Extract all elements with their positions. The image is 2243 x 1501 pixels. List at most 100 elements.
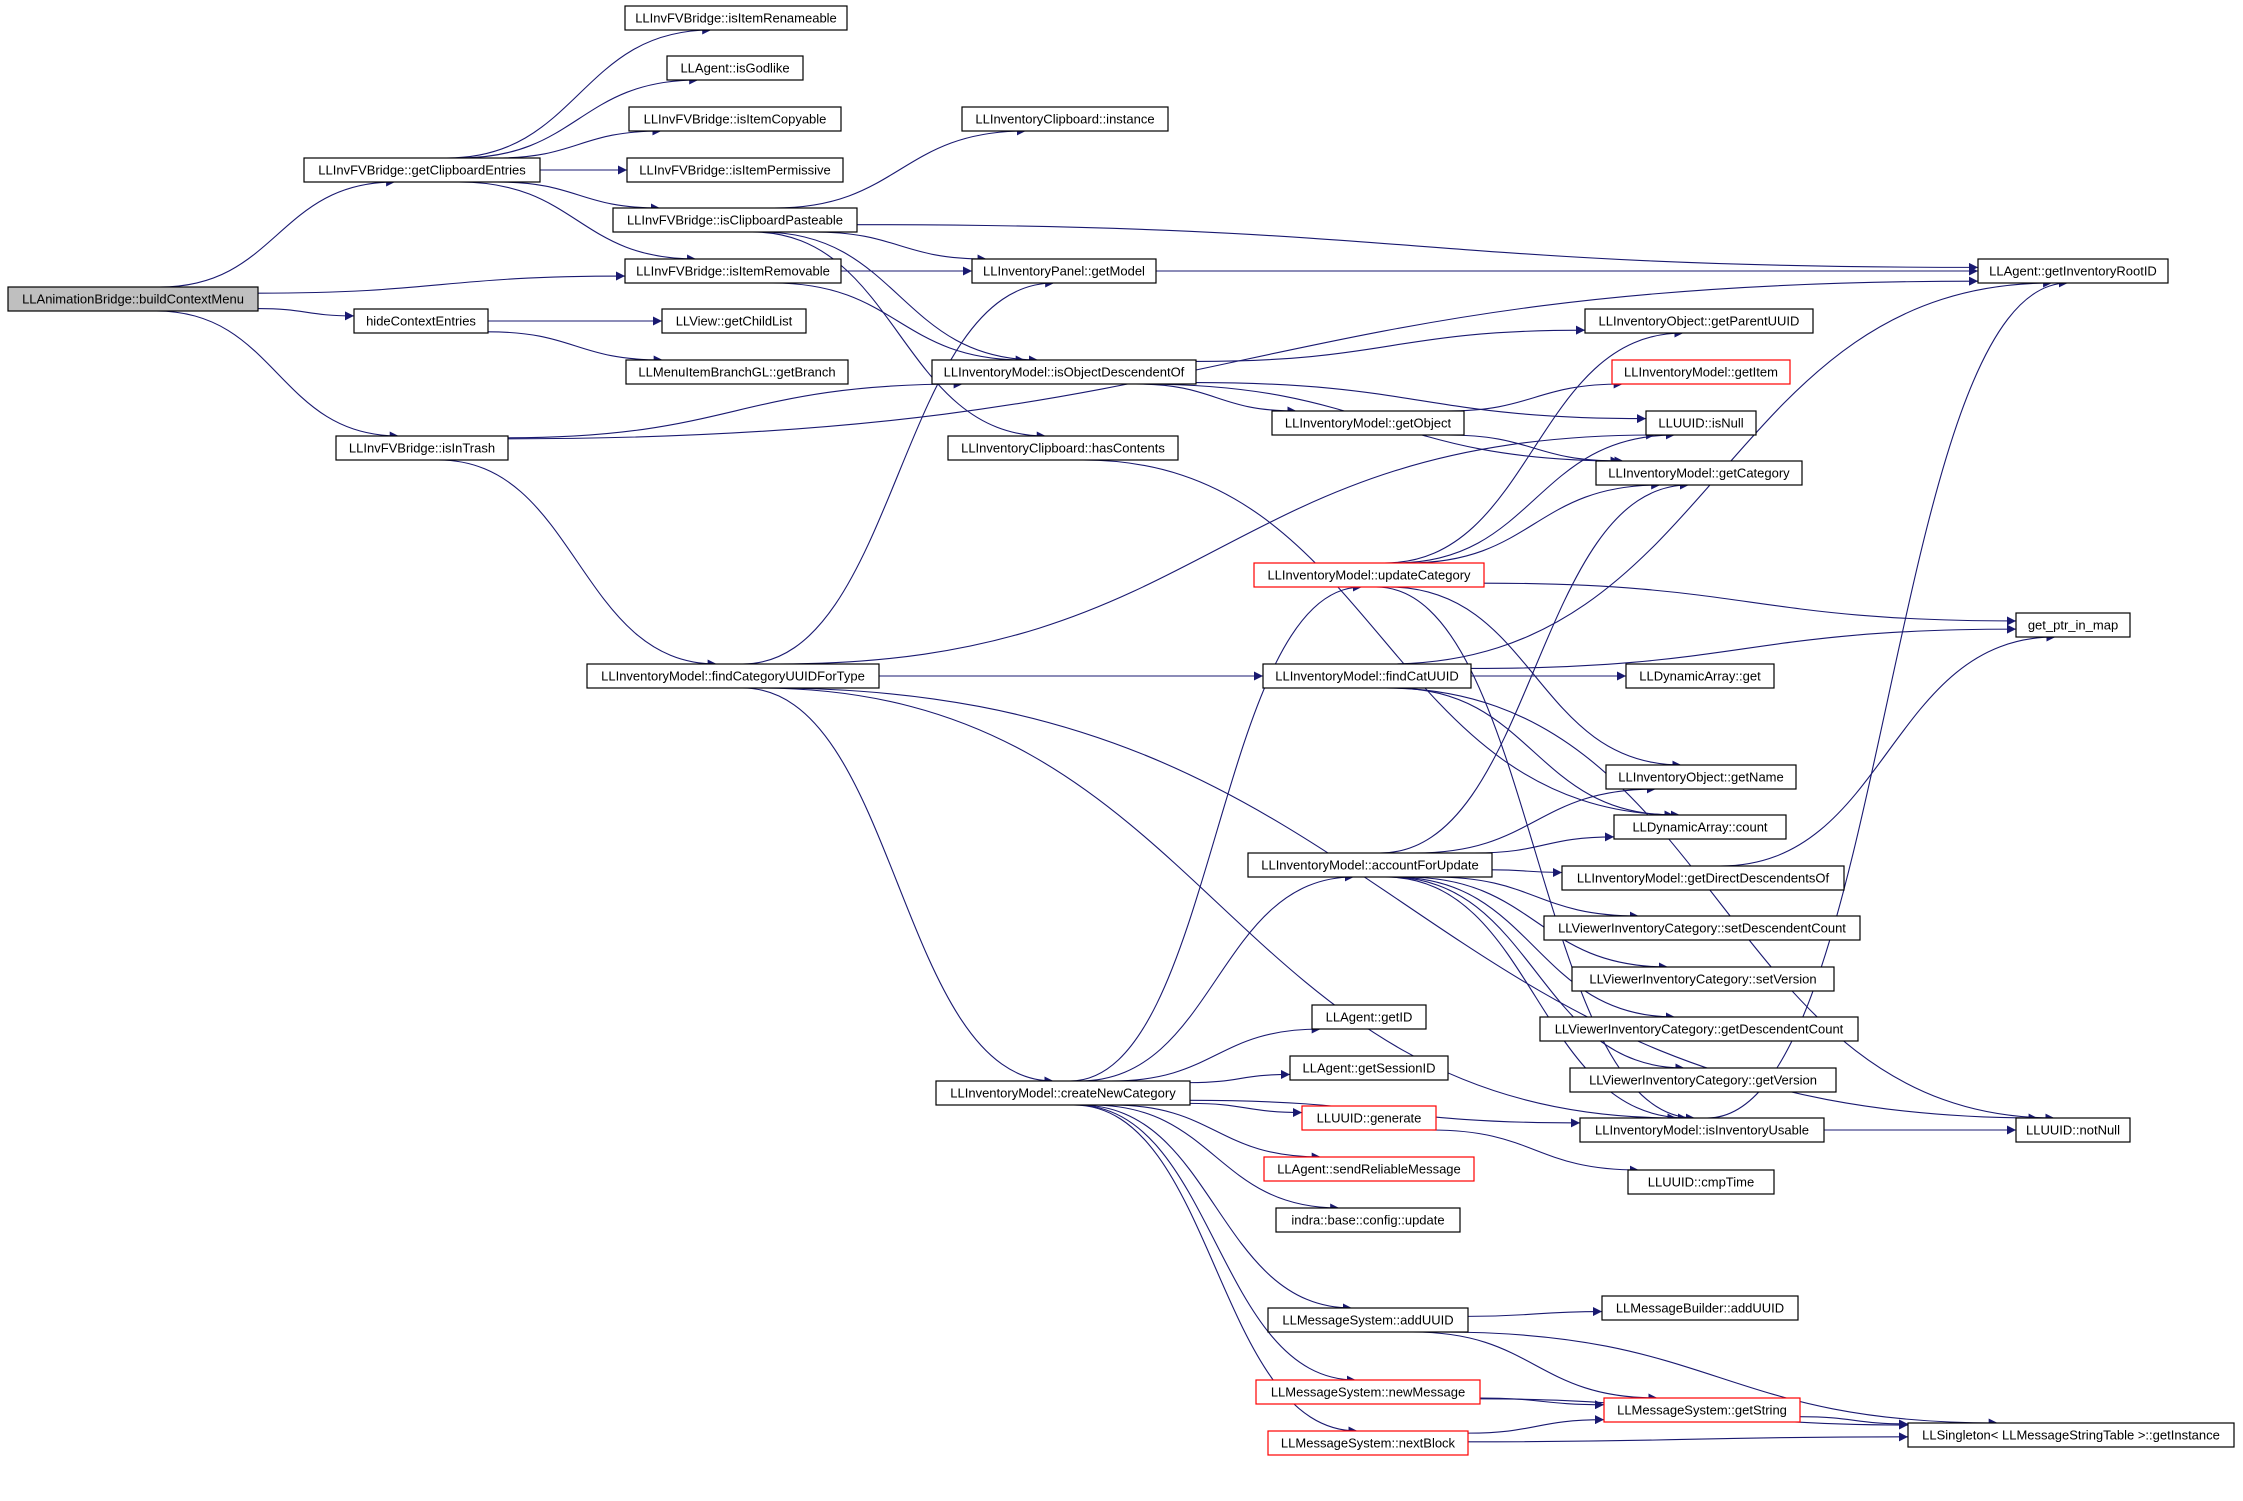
node-box [1561, 865, 1845, 891]
node-box [2015, 612, 2131, 638]
node-label: LLMessageSystem::nextBlock [1281, 1436, 1456, 1451]
node-isClipboardPasteable[interactable]: LLInvFVBridge::isClipboardPasteable [612, 207, 858, 233]
node-msgAddUUID[interactable]: LLMessageSystem::addUUID [1267, 1307, 1469, 1333]
node-getClipboardEntries[interactable]: LLInvFVBridge::getClipboardEntries [303, 157, 541, 183]
node-getSessionID[interactable]: LLAgent::getSessionID [1289, 1055, 1449, 1081]
node-clipboardInstance[interactable]: LLInventoryClipboard::instance [961, 106, 1169, 132]
node-findCatUUID[interactable]: LLInventoryModel::findCatUUID [1262, 663, 1472, 689]
node-box [1255, 1379, 1481, 1405]
node-findCategoryUUIDForType[interactable]: LLInventoryModel::findCategoryUUIDForTyp… [586, 663, 880, 689]
node-getName[interactable]: LLInventoryObject::getName [1605, 764, 1797, 790]
node-builderAddUUID[interactable]: LLMessageBuilder::addUUID [1601, 1295, 1799, 1321]
node-isGodlike[interactable]: LLAgent::isGodlike [666, 55, 804, 81]
node-box [1301, 1105, 1437, 1131]
node-box [624, 5, 848, 31]
edge-nextBlock-to-getString [1467, 1415, 1605, 1434]
node-setDescendentCount[interactable]: LLViewerInventoryCategory::setDescendent… [1543, 915, 1861, 941]
node-box [1543, 915, 1861, 941]
edge-createNewCategory-to-nextBlock [1073, 1104, 1358, 1436]
node-box [625, 359, 849, 385]
node-isItemRenameable[interactable]: LLInvFVBridge::isItemRenameable [624, 5, 848, 31]
node-label: LLAnimationBridge::buildContextMenu [22, 292, 244, 307]
node-hasContents[interactable]: LLInventoryClipboard::hasContents [947, 435, 1179, 461]
node-setVersion[interactable]: LLViewerInventoryCategory::setVersion [1571, 966, 1835, 992]
node-isInTrash[interactable]: LLInvFVBridge::isInTrash [335, 435, 509, 461]
node-getVersion[interactable]: LLViewerInventoryCategory::getVersion [1569, 1067, 1837, 1093]
edge-accountForUpdate-to-getCategory [1380, 480, 1689, 854]
node-newMessage[interactable]: LLMessageSystem::newMessage [1255, 1379, 1481, 1405]
node-accountForUpdate[interactable]: LLInventoryModel::accountForUpdate [1247, 852, 1493, 878]
node-getModel[interactable]: LLInventoryPanel::getModel [971, 258, 1157, 284]
node-generate[interactable]: LLUUID::generate [1301, 1105, 1437, 1131]
node-isInventoryUsable[interactable]: LLInventoryModel::isInventoryUsable [1579, 1117, 1825, 1143]
node-isObjectDescendentOf[interactable]: LLInventoryModel::isObjectDescendentOf [931, 359, 1197, 385]
node-label: LLAgent::sendReliableMessage [1277, 1162, 1461, 1177]
node-label: LLInventoryObject::getName [1618, 770, 1783, 785]
node-label: LLInventoryModel::getItem [1624, 365, 1778, 380]
node-getID[interactable]: LLAgent::getID [1311, 1004, 1427, 1030]
node-box [7, 286, 259, 312]
node-getDescendentCount[interactable]: LLViewerInventoryCategory::getDescendent… [1539, 1016, 1859, 1042]
edge-createNewCategory-to-getSessionID [1189, 1069, 1291, 1084]
node-dynGet[interactable]: LLDynamicArray::get [1625, 663, 1775, 689]
node-box [1627, 1169, 1775, 1195]
edge-createNewCategory-to-accountForUpdate [1079, 872, 1354, 1082]
node-dynCount[interactable]: LLDynamicArray::count [1613, 814, 1787, 840]
edge-createNewCategory-to-updateCategory [1070, 582, 1362, 1082]
node-box [961, 106, 1169, 132]
node-getBranch[interactable]: LLMenuItemBranchGL::getBranch [625, 359, 849, 385]
node-isItemCopyable[interactable]: LLInvFVBridge::isItemCopyable [628, 106, 842, 132]
node-box [1275, 1207, 1461, 1233]
node-label: LLUUID::cmpTime [1648, 1175, 1754, 1190]
node-label: LLViewerInventoryCategory::setVersion [1589, 972, 1816, 987]
node-label: LLDynamicArray::get [1639, 669, 1761, 684]
node-label: LLMessageSystem::addUUID [1282, 1313, 1453, 1328]
edge-buildContextMenu-to-hideContextEntries [257, 307, 355, 321]
node-getString[interactable]: LLMessageSystem::getString [1603, 1397, 1801, 1423]
edge-msgAddUUID-to-builderAddUUID [1467, 1307, 1603, 1317]
node-box [666, 55, 804, 81]
node-hideContextEntries[interactable]: hideContextEntries [353, 308, 489, 334]
node-label: LLInventoryModel::isInventoryUsable [1595, 1123, 1809, 1138]
node-label: LLInvFVBridge::isItemRenameable [635, 11, 837, 26]
edge-accountForUpdate-to-getVersion [1388, 876, 1685, 1073]
node-nextBlock[interactable]: LLMessageSystem::nextBlock [1267, 1430, 1469, 1456]
node-isItemPermissive[interactable]: LLInvFVBridge::isItemPermissive [626, 157, 844, 183]
node-getObject[interactable]: LLInventoryModel::getObject [1271, 410, 1465, 436]
node-singletonGetInstance[interactable]: LLSingleton< LLMessageStringTable >::get… [1907, 1422, 2235, 1448]
node-createNewCategory[interactable]: LLInventoryModel::createNewCategory [935, 1080, 1191, 1106]
node-label: LLInventoryModel::findCatUUID [1275, 669, 1459, 684]
node-box [1571, 966, 1835, 992]
node-box [1977, 258, 2169, 284]
edge-getClipboardEntries-to-isGodlike [458, 75, 699, 159]
node-getDirectDescendentsOf[interactable]: LLInventoryModel::getDirectDescendentsOf [1561, 865, 1845, 891]
node-getParentUUID[interactable]: LLInventoryObject::getParentUUID [1584, 308, 1814, 334]
edge-getDirectDescendentsOf-to-getPtrInMap [1720, 632, 2056, 867]
node-sendReliableMessage[interactable]: LLAgent::sendReliableMessage [1263, 1156, 1475, 1182]
node-getChildList[interactable]: LLView::getChildList [661, 308, 807, 334]
edge-generate-to-cmpTime [1431, 1129, 1639, 1175]
node-isNull[interactable]: LLUUID::isNull [1645, 410, 1757, 436]
node-getPtrInMap[interactable]: get_ptr_in_map [2015, 612, 2131, 638]
node-label: LLMessageSystem::getString [1617, 1403, 1787, 1418]
node-cmpTime[interactable]: LLUUID::cmpTime [1627, 1169, 1775, 1195]
edge-accountForUpdate-to-getDirectDescendentsOf [1491, 867, 1563, 877]
edge-updateCategory-to-getName [1388, 586, 1682, 770]
node-box [1539, 1016, 1859, 1042]
node-box [661, 308, 807, 334]
node-getItem[interactable]: LLInventoryModel::getItem [1611, 359, 1791, 385]
node-isItemRemovable[interactable]: LLInvFVBridge::isItemRemovable [624, 258, 842, 284]
edge-isClipboardPasteable-to-hasContents [752, 231, 1046, 441]
node-notNull[interactable]: LLUUID::notNull [2015, 1117, 2131, 1143]
edge-createNewCategory-to-newMessage [1075, 1104, 1356, 1385]
node-label: LLViewerInventoryCategory::getVersion [1589, 1073, 1817, 1088]
node-updateCategory[interactable]: LLInventoryModel::updateCategory [1253, 562, 1485, 588]
node-configUpdate[interactable]: indra::base::config::update [1275, 1207, 1461, 1233]
node-getInventoryRootID[interactable]: LLAgent::getInventoryRootID [1977, 258, 2169, 284]
node-label: get_ptr_in_map [2028, 618, 2118, 633]
node-buildContextMenu[interactable]: LLAnimationBridge::buildContextMenu [7, 286, 259, 312]
node-getCategory[interactable]: LLInventoryModel::getCategory [1595, 460, 1803, 486]
node-box [1247, 852, 1493, 878]
edge-isItemRemovable-to-isObjectDescendentOf [772, 282, 1025, 365]
